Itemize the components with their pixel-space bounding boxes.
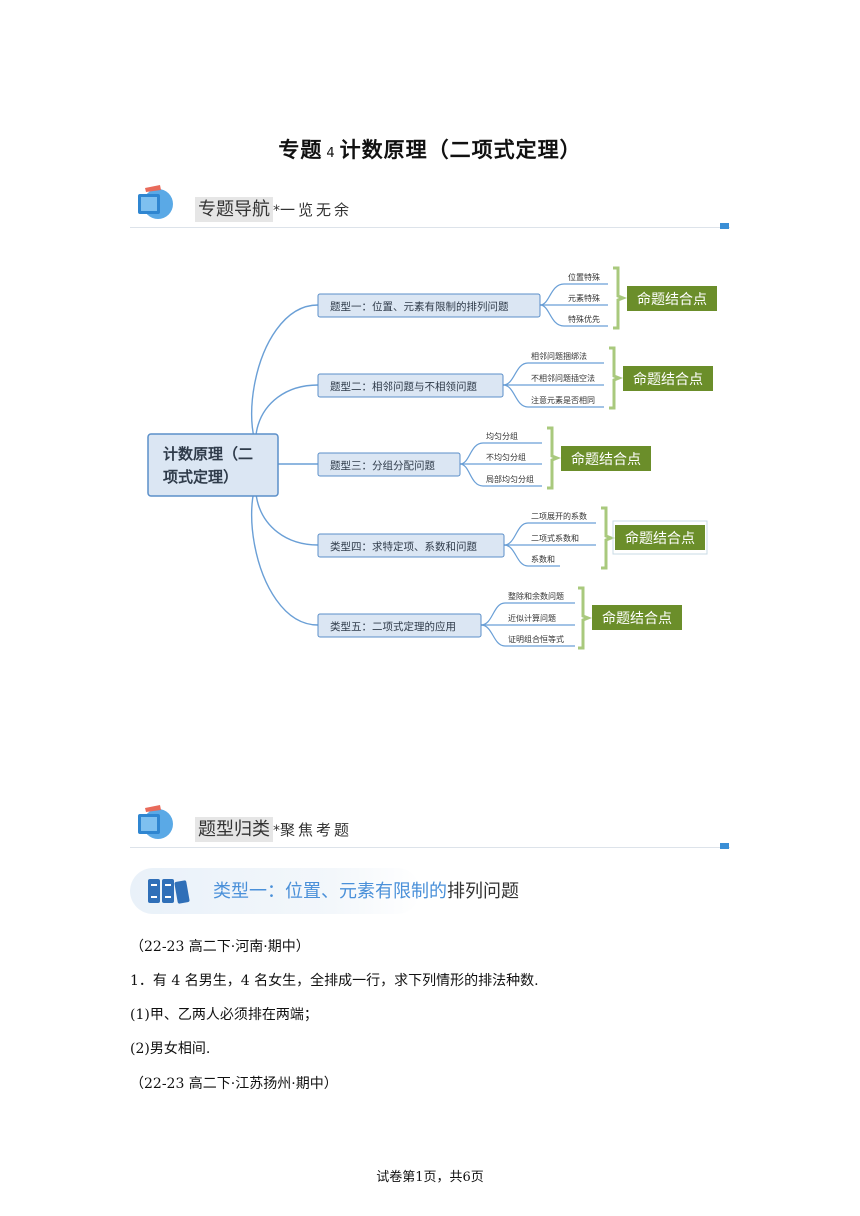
title-main: 计数原理（二项式定理）	[339, 138, 582, 162]
topic-node-5: 类型五：二项式定理的应用	[317, 613, 482, 638]
accent-marker	[720, 223, 729, 229]
topic-node-4: 类型四：求特定项、系数和问题	[317, 533, 505, 558]
question-1-part-1: (1)甲、乙两人必须排在两端；	[130, 1007, 318, 1023]
question-source-1: （22-23 高二下·河南·期中）	[130, 939, 310, 955]
tag-label-4: 命题结合点	[625, 530, 695, 547]
banner-title-part1: 类型一：位置、元素有限制的	[213, 881, 447, 902]
tag-label-3: 命题结合点	[571, 451, 641, 468]
tag-label-1: 命题结合点	[637, 291, 707, 308]
title-number: 4	[326, 146, 336, 161]
sub-label-1-2: 元素特殊	[568, 293, 600, 303]
book-stack-icon	[138, 185, 173, 219]
tag-label-5: 命题结合点	[602, 610, 672, 627]
topic-node-1: 题型一：位置、元素有限制的排列问题	[317, 293, 541, 318]
divider	[130, 847, 730, 848]
tag-1: 命题结合点	[627, 286, 717, 311]
topic-label-5: 类型五：二项式定理的应用	[330, 620, 456, 633]
sub-label-5-1: 整除和余数问题	[508, 591, 564, 601]
section-nav-subtitle: 一览无余	[280, 201, 353, 219]
sub-label-2-3: 注意元素是否相同	[531, 395, 595, 405]
section-types-heading: 题型归类*聚焦考题	[195, 815, 353, 842]
sub-label-4-2: 二项式系数和	[531, 533, 579, 543]
banner-title: 类型一：位置、元素有限制的排列问题	[213, 877, 519, 903]
sub-label-5-3: 证明组合恒等式	[508, 634, 564, 644]
tag-5: 命题结合点	[592, 605, 682, 630]
title-prefix: 专题	[278, 138, 323, 162]
sub-label-1-3: 特殊优先	[568, 314, 600, 324]
section-nav-heading: 专题导航*一览无余	[195, 195, 353, 222]
mind-map: 计数原理（二 项式定理） 题型一：位置、元素有限制的排列问题 题型二：相邻问题与…	[147, 266, 717, 650]
sub-label-1-1: 位置特殊	[568, 272, 600, 282]
tag-3: 命题结合点	[561, 446, 651, 471]
question-1-part-2: (2)男女相间.	[130, 1041, 211, 1057]
sub-label-5-2: 近似计算问题	[508, 613, 556, 623]
banner-title-part2: 排列问题	[447, 881, 519, 902]
sub-label-4-3: 系数和	[531, 554, 555, 564]
sub-label-3-2: 不均匀分组	[486, 452, 526, 462]
tag-label-2: 命题结合点	[633, 371, 703, 388]
books-icon	[148, 879, 190, 904]
sub-label-2-2: 不相邻问题插空法	[531, 373, 595, 383]
sub-label-2-1: 相邻问题捆绑法	[531, 351, 587, 361]
topic-label-3: 题型三：分组分配问题	[330, 459, 435, 472]
section-types-subtitle: 聚焦考题	[280, 821, 353, 839]
root-line-1: 计数原理（二	[163, 445, 253, 463]
question-1: 1．有 4 名男生，4 名女生，全排成一行，求下列情形的排法种数.	[130, 973, 539, 989]
topic-label-1: 题型一：位置、元素有限制的排列问题	[330, 300, 509, 313]
section-nav-star: *	[273, 203, 280, 219]
sub-label-4-1: 二项展开的系数	[531, 511, 587, 521]
accent-marker	[720, 843, 729, 849]
book-stack-icon	[138, 805, 173, 839]
sub-label-3-3: 局部均匀分组	[486, 474, 534, 484]
page-footer: 试卷第1页，共6页	[376, 1170, 484, 1185]
question-source-2: （22-23 高二下·江苏扬州·期中）	[130, 1076, 338, 1092]
section-nav-title: 专题导航	[195, 197, 273, 222]
topic-label-2: 题型二：相邻问题与不相领问题	[330, 380, 477, 393]
topic-label-4: 类型四：求特定项、系数和问题	[330, 540, 477, 553]
sub-label-3-1: 均匀分组	[486, 431, 518, 441]
topic-node-3: 题型三：分组分配问题	[317, 452, 461, 477]
topic-node-2: 题型二：相邻问题与不相领问题	[317, 373, 504, 398]
section-types-title: 题型归类	[195, 817, 273, 842]
mindmap-root: 计数原理（二 项式定理）	[147, 433, 279, 497]
tag-4: 命题结合点	[612, 520, 708, 555]
divider	[130, 227, 730, 228]
root-line-2: 项式定理）	[163, 468, 238, 486]
tag-2: 命题结合点	[623, 366, 713, 391]
section-types-star: *	[273, 823, 280, 839]
